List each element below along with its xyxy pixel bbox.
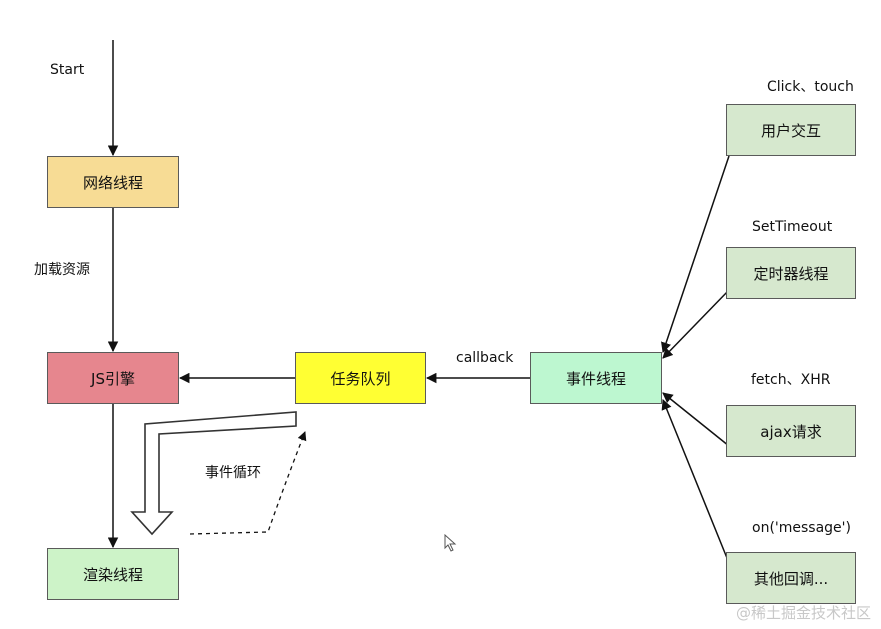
task-queue-node: 任务队列 <box>295 352 426 404</box>
callback-label: callback <box>456 350 514 366</box>
network-thread-node: 网络线程 <box>47 156 179 208</box>
event-loop-dashed-arrow <box>189 431 307 535</box>
click-touch-label: Click、touch <box>767 79 854 95</box>
arrow-ajax-to-event <box>662 392 730 447</box>
arrow-timer-to-event <box>662 289 730 359</box>
event-thread-node: 事件线程 <box>530 352 662 404</box>
ajax-request-node: ajax请求 <box>726 405 856 457</box>
timer-thread-node: 定时器线程 <box>726 247 856 299</box>
user-interaction-node: 用户交互 <box>726 104 856 156</box>
arrow-other-to-event <box>661 399 730 564</box>
js-engine-node: JS引擎 <box>47 352 179 404</box>
on-message-label: on('message') <box>752 520 851 536</box>
set-timeout-label: SetTimeout <box>752 219 833 235</box>
load-resources-label: 加载资源 <box>34 262 90 278</box>
arrow-interaction-to-event <box>661 155 730 353</box>
watermark: @稀土掘金技术社区 <box>735 604 871 622</box>
event-loop-hollow-arrow <box>130 411 297 536</box>
fetch-xhr-label: fetch、XHR <box>751 372 831 388</box>
other-callbacks-node: 其他回调... <box>726 552 856 604</box>
start-label: Start <box>50 62 85 78</box>
mouse-cursor-icon <box>444 534 457 552</box>
render-thread-node: 渲染线程 <box>47 548 179 600</box>
event-loop-label: 事件循环 <box>205 465 261 481</box>
